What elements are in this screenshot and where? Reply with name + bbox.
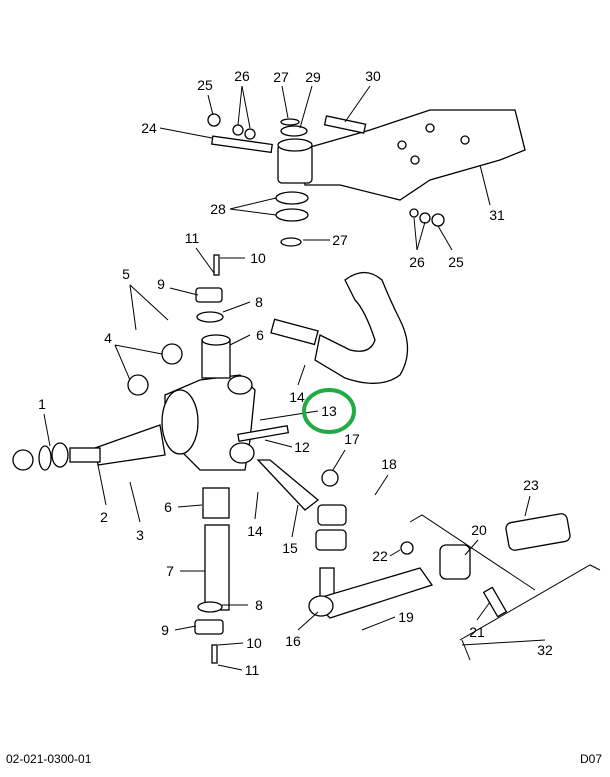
callout-26[interactable]: 26 bbox=[234, 68, 250, 84]
callout-1[interactable]: 1 bbox=[38, 396, 46, 412]
callout-31[interactable]: 31 bbox=[489, 207, 505, 223]
callout-20[interactable]: 20 bbox=[471, 522, 487, 538]
leader-lines bbox=[43, 85, 601, 671]
highlight-circle bbox=[302, 388, 356, 434]
callout-13-highlighted[interactable]: 13 bbox=[321, 403, 337, 419]
callout-11[interactable]: 11 bbox=[184, 230, 200, 246]
bushing-upper bbox=[201, 339, 231, 379]
callout-26[interactable]: 26 bbox=[409, 254, 425, 270]
callout-25[interactable]: 25 bbox=[197, 77, 213, 93]
callout-9[interactable]: 9 bbox=[157, 276, 165, 292]
page-code: D07 bbox=[579, 752, 602, 766]
callout-6[interactable]: 6 bbox=[164, 499, 172, 515]
callout-27[interactable]: 27 bbox=[332, 232, 348, 248]
callout-17[interactable]: 17 bbox=[344, 431, 360, 447]
callout-10[interactable]: 10 bbox=[250, 250, 266, 266]
callout-8[interactable]: 8 bbox=[255, 294, 263, 310]
callout-29[interactable]: 29 bbox=[305, 69, 321, 85]
callout-9[interactable]: 9 bbox=[161, 622, 169, 638]
callout-21[interactable]: 21 bbox=[469, 624, 485, 640]
callout-10[interactable]: 10 bbox=[246, 635, 262, 651]
axle-beam bbox=[299, 109, 526, 201]
callout-32[interactable]: 32 bbox=[537, 642, 553, 658]
callout-18[interactable]: 18 bbox=[381, 456, 397, 472]
callout-14[interactable]: 14 bbox=[289, 389, 305, 405]
cross-tube bbox=[505, 513, 571, 551]
callout-25[interactable]: 25 bbox=[448, 254, 464, 270]
callout-28[interactable]: 28 bbox=[210, 201, 226, 217]
king-pin bbox=[204, 524, 230, 611]
callout-27[interactable]: 27 bbox=[273, 69, 289, 85]
steering-arm bbox=[314, 271, 409, 384]
callout-19[interactable]: 19 bbox=[398, 609, 414, 625]
callout-14[interactable]: 14 bbox=[247, 523, 263, 539]
tie-rod-arm bbox=[256, 459, 320, 511]
callout-12[interactable]: 12 bbox=[294, 439, 310, 455]
callout-11[interactable]: 11 bbox=[244, 662, 260, 678]
callout-5[interactable]: 5 bbox=[122, 266, 130, 282]
callout-2[interactable]: 2 bbox=[100, 509, 108, 525]
callout-3[interactable]: 3 bbox=[136, 527, 144, 543]
callout-24[interactable]: 24 bbox=[141, 120, 157, 136]
callout-6[interactable]: 6 bbox=[256, 327, 264, 343]
callout-30[interactable]: 30 bbox=[365, 68, 381, 84]
castle-nut bbox=[12, 449, 34, 471]
drawing-number: 02-021-0300-01 bbox=[6, 752, 92, 766]
callout-15[interactable]: 15 bbox=[282, 540, 298, 556]
callout-23[interactable]: 23 bbox=[523, 477, 539, 493]
callout-22[interactable]: 22 bbox=[372, 548, 388, 564]
callout-8[interactable]: 8 bbox=[255, 597, 263, 613]
callout-16[interactable]: 16 bbox=[285, 633, 301, 649]
callout-4[interactable]: 4 bbox=[104, 330, 112, 346]
callout-7[interactable]: 7 bbox=[166, 563, 174, 579]
